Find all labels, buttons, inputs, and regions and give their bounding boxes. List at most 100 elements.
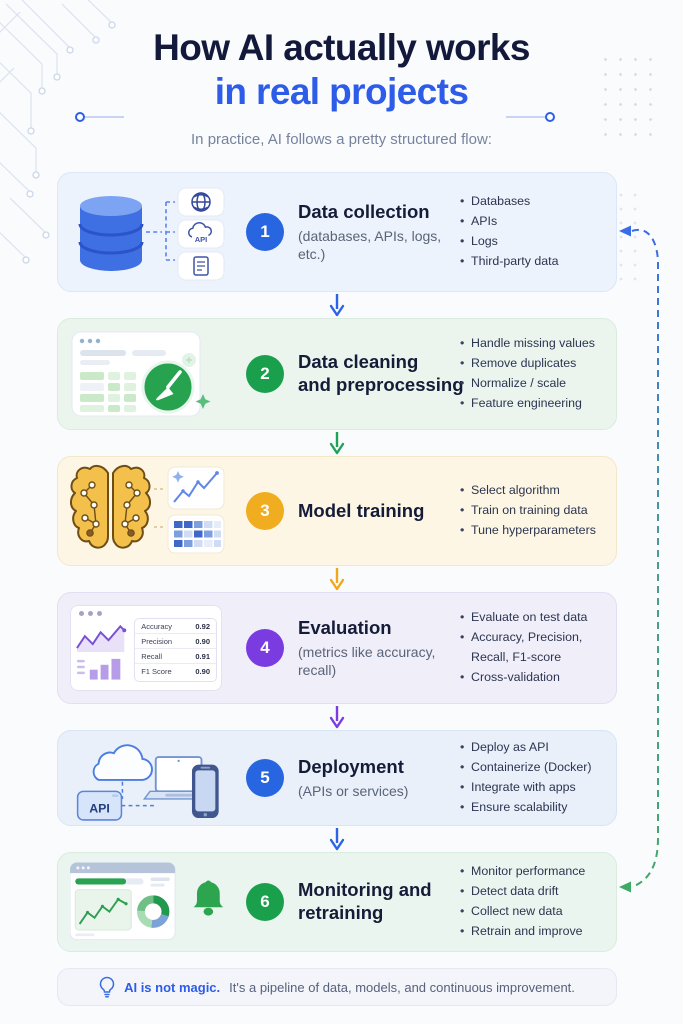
step-subtitle: (databases, APIs, logs, etc.) <box>298 227 442 262</box>
svg-text:API: API <box>89 801 110 815</box>
loop-arrowhead-top <box>619 225 631 237</box>
loop-arrowhead-bottom <box>619 881 631 893</box>
database-illustration: API <box>70 182 232 282</box>
lightbulb-icon <box>99 976 115 998</box>
globe-icon <box>191 192 211 212</box>
header: How AI actually works in real projects I… <box>0 0 683 148</box>
bullet-item: Train on training data <box>460 501 602 521</box>
page-subtitle: In practice, AI follows a pretty structu… <box>191 130 492 148</box>
footer-highlight: AI is not magic. <box>124 979 221 995</box>
brain-network-illustration <box>70 461 232 561</box>
bullet-item: Detect data drift <box>460 882 602 902</box>
step-bullet-list: Select algorithm Train on training data … <box>460 481 602 541</box>
step-subtitle: (metrics like accuracy, recall) <box>298 643 436 678</box>
line-chart-icon <box>74 889 132 931</box>
line-circle-decoration-right <box>506 112 555 122</box>
step-number-badge: 4 <box>246 629 284 667</box>
step-title: Deployment <box>298 756 404 778</box>
step-number-badge: 2 <box>246 355 284 393</box>
bullet-item: Containerize (Docker) <box>460 758 602 778</box>
deployment-illustration: API <box>70 732 232 824</box>
donut-chart-icon <box>136 895 170 928</box>
step-card-data-collection: API 1 Data collection (databases, APIs, … <box>57 172 617 292</box>
smartphone-icon <box>191 764 219 819</box>
matrix-grid-icon <box>167 514 225 554</box>
steps-column: API 1 Data collection (databases, APIs, … <box>57 172 617 952</box>
step-subtitle: (APIs or services) <box>298 782 409 799</box>
sparkle-icon <box>172 471 184 483</box>
step-bullet-list: Monitor performance Detect data drift Co… <box>460 862 602 941</box>
bullet-item: APIs <box>460 212 602 232</box>
flow-arrow-down <box>57 430 617 456</box>
step-number-badge: 3 <box>246 492 284 530</box>
api-box-icon: API <box>76 790 123 821</box>
step-bullet-list: Databases APIs Logs Third-party data <box>460 192 602 271</box>
flow-arrow-down <box>57 704 617 730</box>
brain-icon <box>70 464 109 549</box>
bullet-item: Evaluate on test data <box>460 608 602 628</box>
bullet-item: Normalize / scale <box>460 374 602 394</box>
flow-arrow-down <box>57 292 617 318</box>
footer-note: AI is not magic. It's a pipeline of data… <box>57 968 617 1006</box>
step-number-badge: 1 <box>246 213 284 251</box>
database-icon <box>78 196 144 271</box>
sparkle-icon <box>195 394 211 409</box>
bullet-item: Handle missing values <box>460 334 602 354</box>
bell-icon <box>193 880 224 916</box>
footer-text: It's a pipeline of data, models, and con… <box>229 979 575 995</box>
step-number-badge: 6 <box>246 883 284 921</box>
step-bullet-list: Evaluate on test data Accuracy, Precisio… <box>460 608 602 687</box>
step-title: Model training <box>298 499 425 521</box>
flow-arrow-down <box>57 566 617 592</box>
bullet-item: Feature engineering <box>460 394 602 414</box>
bullet-item: Collect new data <box>460 902 602 922</box>
step-bullet-list: Handle missing values Remove duplicates … <box>460 334 602 413</box>
step-title: Evaluation <box>298 617 392 639</box>
svg-text:API: API <box>195 235 208 244</box>
page-title-line1: How AI actually works <box>153 27 530 68</box>
data-table-cleaning-illustration <box>70 324 232 424</box>
bullet-item: Remove duplicates <box>460 354 602 374</box>
step-bullet-list: Deploy as API Containerize (Docker) Inte… <box>460 738 602 817</box>
bullet-item: Select algorithm <box>460 481 602 501</box>
line-circle-decoration-left <box>75 112 124 122</box>
cloud-icon <box>92 744 153 781</box>
bullet-item: Databases <box>460 192 602 212</box>
cloud-api-icon: API <box>188 221 213 244</box>
bullet-item: Accuracy, Precision, Recall, F1-score <box>460 628 602 668</box>
bullet-item: Retrain and improve <box>460 922 602 942</box>
bullet-item: Monitor performance <box>460 862 602 882</box>
page-title-line2: in real projects <box>214 71 469 113</box>
monitoring-dashboard-illustration <box>70 859 232 945</box>
bullet-item: Third-party data <box>460 252 602 272</box>
document-icon <box>193 256 209 276</box>
bullet-item: Deploy as API <box>460 738 602 758</box>
step-card-model-training: 3 Model training Select algorithm Train … <box>57 456 617 566</box>
step-card-deployment: API 5 <box>57 730 617 826</box>
bar-chart-icon <box>76 658 121 680</box>
line-chart-icon <box>167 466 225 510</box>
bullet-item: Cross-validation <box>460 668 602 688</box>
step-number-badge: 5 <box>246 759 284 797</box>
bullet-item: Tune hyperparameters <box>460 521 602 541</box>
dashboard-icon <box>70 862 176 941</box>
bullet-item: Ensure scalability <box>460 798 602 818</box>
broom-icon <box>141 360 195 414</box>
bullet-item: Logs <box>460 232 602 252</box>
step-title: Data collection <box>298 201 430 223</box>
flow-arrow-down <box>57 826 617 852</box>
bullet-item: Integrate with apps <box>460 778 602 798</box>
